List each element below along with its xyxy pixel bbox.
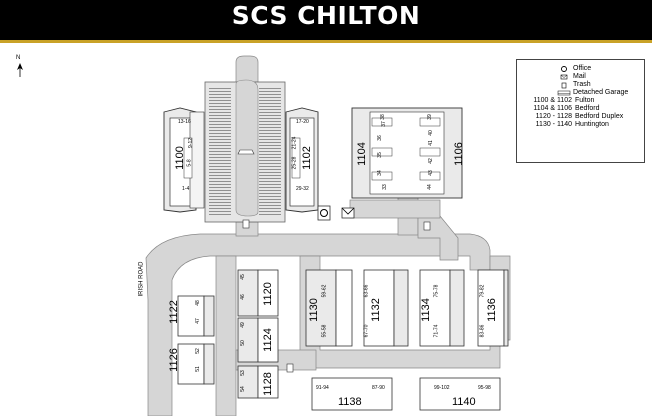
header-bar [0,0,652,40]
legend-building-label: Bedford Duplex [575,113,624,120]
legend-key: 1104 & 1106 [533,105,572,112]
north-arrow-icon [17,63,23,77]
trash-icon [561,82,567,89]
legend-key: 1100 & 1102 [533,97,572,104]
office-mail-icons [317,205,355,221]
building-1102 [285,107,319,213]
garage-icon [557,90,571,96]
legend-key: 1130 - 1140 [535,121,572,128]
office-icon [561,66,567,72]
trash-icons [242,219,431,373]
legend-key: 1120 - 1128 [535,113,572,120]
legend-office-label: Office [573,65,592,72]
duplex-buildings [177,269,279,399]
legend-building-label: Huntington [575,121,609,128]
huntington-buildings [305,269,509,411]
legend-building-label: Bedford [575,105,600,112]
header-stripe [0,40,652,43]
legend: Office Mail Trash Detached Garage 1100 &… [516,59,645,163]
legend-garage-label: Detached Garage [573,89,629,96]
building-1100 [163,107,205,213]
page-title: SCS CHILTON [231,1,421,30]
legend-building-label: Fulton [575,97,595,104]
building-1104-1106 [351,107,463,199]
legend-mail-label: Mail [573,73,586,80]
car-icon [237,149,255,155]
legend-trash-label: Trash [573,81,591,88]
north-label: N [16,55,21,61]
mail-icon [560,74,568,80]
site-map [145,55,511,416]
